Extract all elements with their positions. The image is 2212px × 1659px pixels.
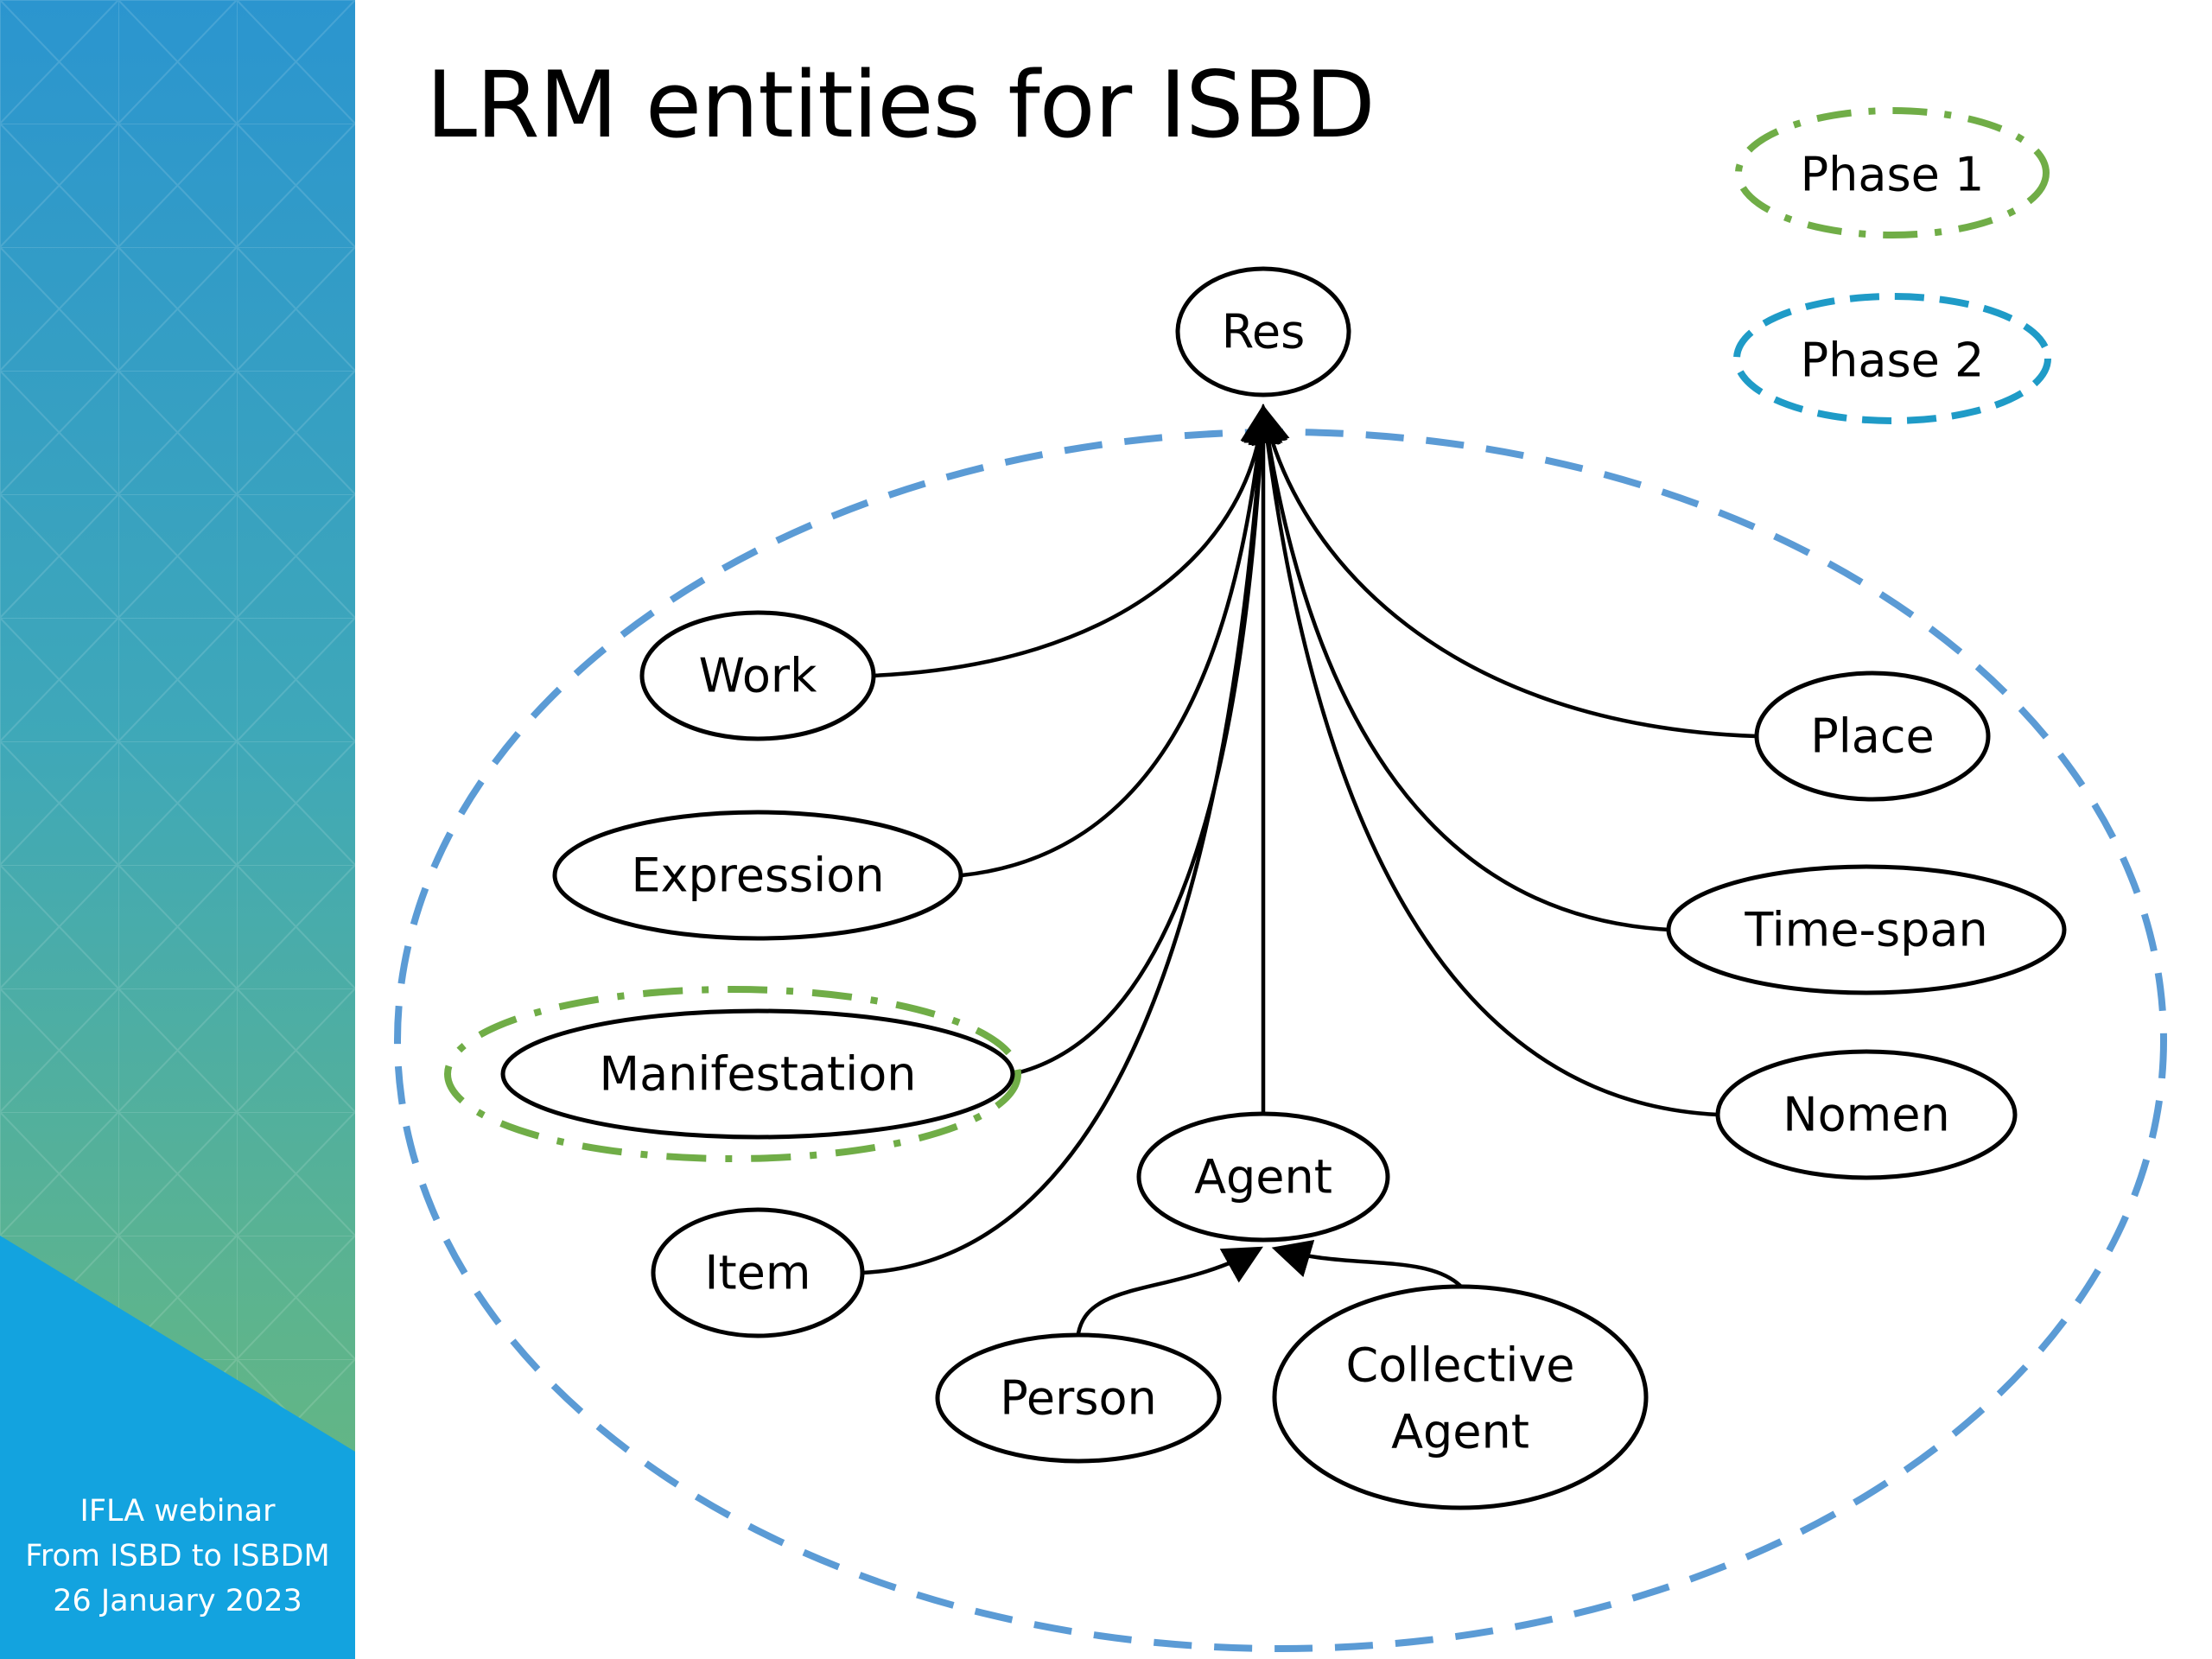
edge-person-agent <box>1076 1246 1263 1334</box>
sidebar-panel <box>0 0 355 1659</box>
node-time-span-shape <box>1666 864 2067 995</box>
legend: Phase 1 Phase 2 <box>1733 107 2051 424</box>
node-agent-shape <box>1136 1111 1390 1243</box>
legend-phase-2: Phase 2 <box>1733 293 2051 424</box>
node-manifestation-shape <box>500 1008 1015 1140</box>
node-item-label: Item <box>705 1246 811 1300</box>
phase1-highlight-outline <box>444 986 1021 1162</box>
node-place: Place <box>1754 671 1991 802</box>
legend-phase-2-outline <box>1733 293 2051 424</box>
node-collective-agent: Collective Agent <box>1272 1284 1649 1510</box>
node-person-label: Person <box>1000 1371 1156 1426</box>
edge-expression-res <box>961 404 1280 878</box>
node-work: Work <box>639 610 876 741</box>
sidebar-blue-wedge <box>0 1236 355 1659</box>
node-res: Res <box>1175 266 1351 397</box>
legend-phase-1-outline <box>1735 107 2050 238</box>
node-nomen: Nomen <box>1715 1049 2018 1180</box>
node-res-label: Res <box>1222 305 1305 359</box>
node-expression-shape <box>552 810 963 941</box>
node-collective-agent-label-line2: Agent <box>1391 1405 1529 1459</box>
edge-item-res <box>861 404 1281 1275</box>
node-collective-agent-shape <box>1272 1284 1649 1510</box>
edge-timespan-res <box>1249 404 1670 932</box>
node-work-shape <box>639 610 876 741</box>
node-nomen-label: Nomen <box>1783 1088 1949 1142</box>
edges <box>861 404 1758 1334</box>
node-person-shape <box>935 1332 1222 1464</box>
edge-work-res <box>870 404 1281 678</box>
edge-place-res <box>1251 404 1758 739</box>
edge-nomen-res <box>1248 404 1719 1117</box>
footer-line-event: IFLA webinar <box>79 1494 276 1529</box>
node-manifestation-label: Manifestation <box>600 1047 917 1102</box>
node-place-label: Place <box>1810 709 1935 764</box>
slide-title: LRM entities for ISBD <box>426 52 1376 158</box>
legend-phase-1: Phase 1 <box>1735 107 2050 238</box>
footer-line-date: 26 January 2023 <box>53 1584 302 1618</box>
node-res-shape <box>1175 266 1351 397</box>
legend-phase-2-label: Phase 2 <box>1801 334 1985 388</box>
edge-collective-agent-agent <box>1271 1239 1462 1287</box>
node-collective-agent-label-line1: Collective <box>1345 1338 1574 1393</box>
node-agent-label: Agent <box>1194 1150 1332 1205</box>
node-person: Person <box>935 1332 1222 1464</box>
node-expression-label: Expression <box>631 849 884 903</box>
node-nomen-shape <box>1715 1049 2018 1180</box>
legend-phase-1-label: Phase 1 <box>1801 148 1985 202</box>
node-time-span: Time-span <box>1666 864 2067 995</box>
node-item-shape <box>651 1207 865 1338</box>
node-expression: Expression <box>552 810 963 941</box>
footer-text: IFLA webinar From ISBD to ISBDM 26 Janua… <box>0 1489 355 1624</box>
node-item: Item <box>651 1207 865 1338</box>
node-manifestation: Manifestation <box>444 986 1021 1162</box>
node-place-shape <box>1754 671 1991 802</box>
footer-line-subtitle: From ISBD to ISBDM <box>25 1539 330 1573</box>
node-agent: Agent <box>1136 1111 1390 1243</box>
node-time-span-label: Time-span <box>1744 903 1987 957</box>
edge-manifestation-res <box>1012 404 1281 1077</box>
node-work-label: Work <box>699 649 817 703</box>
